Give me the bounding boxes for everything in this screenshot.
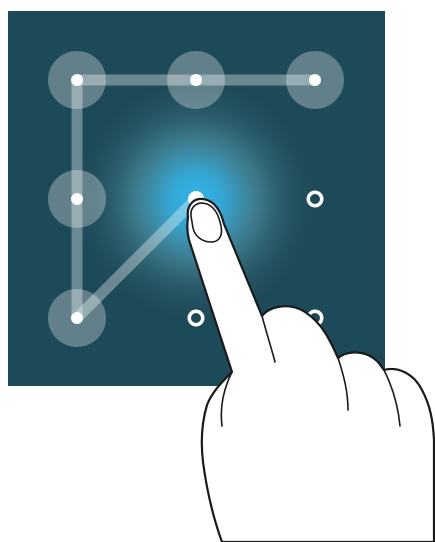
pattern-dot-8[interactable] bbox=[188, 310, 205, 327]
pattern-dot-2[interactable] bbox=[190, 74, 202, 86]
pattern-dot-6[interactable] bbox=[307, 191, 324, 208]
pattern-dot-4[interactable] bbox=[71, 193, 83, 205]
pattern-dot-3[interactable] bbox=[309, 74, 321, 86]
pattern-dot-7[interactable] bbox=[71, 312, 83, 324]
pattern-dot-1[interactable] bbox=[71, 74, 83, 86]
